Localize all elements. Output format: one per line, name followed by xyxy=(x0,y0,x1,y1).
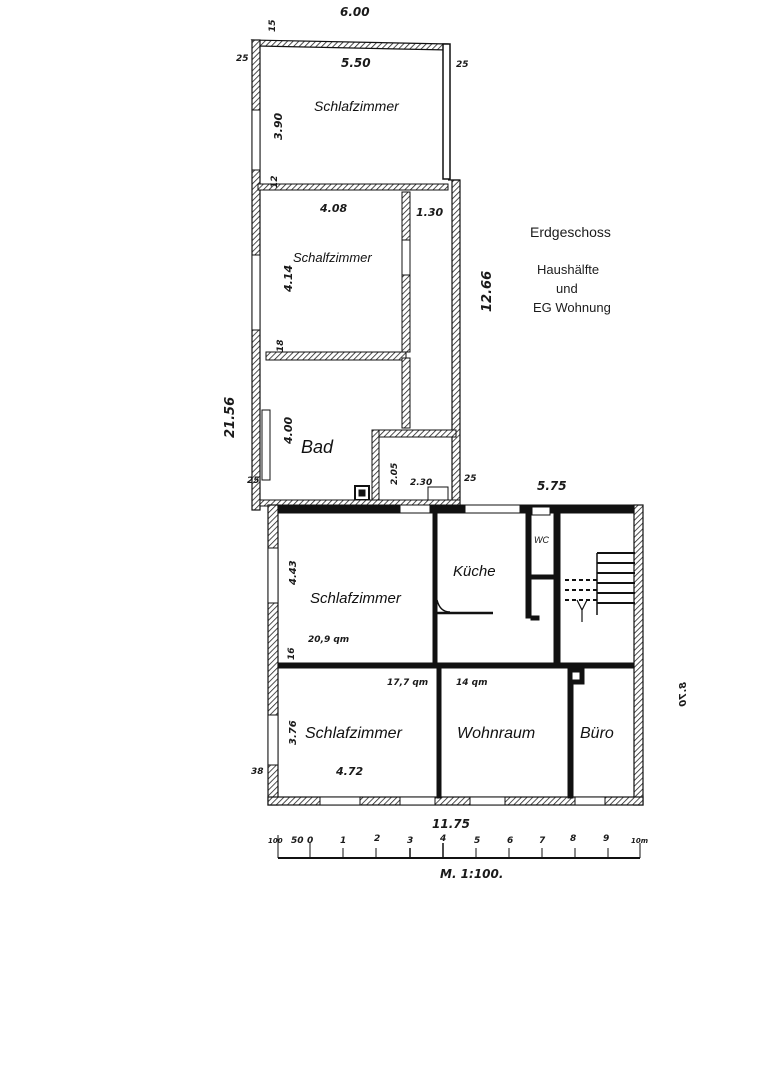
scale-tick-6: 6 xyxy=(507,836,514,846)
staircase xyxy=(565,552,635,622)
scale-tick-0: 0 xyxy=(307,836,314,846)
subtitle-und: und xyxy=(556,281,578,296)
dim-bottom-room-depth: 3.76 xyxy=(288,720,299,745)
scale-tick-100: 100 xyxy=(268,837,283,845)
scale-tick-4: 4 xyxy=(440,834,447,844)
scale-tick-10m: 10m xyxy=(631,837,649,845)
scale-tick-50: 50 xyxy=(291,836,304,846)
dim-bad-depth: 4.00 xyxy=(282,416,295,444)
scale-tick-7: 7 xyxy=(539,836,546,846)
subtitle-haushaelfte: Haushälfte xyxy=(537,262,600,277)
dim-wall-left-bad: 25 xyxy=(247,476,260,486)
lower-block xyxy=(267,504,644,806)
dim-overall-top-width: 6.00 xyxy=(340,5,370,19)
dim-wall-top: 15 xyxy=(268,19,278,32)
scale-tick-2: 2 xyxy=(374,834,381,844)
dim-room2-width: 4.08 xyxy=(320,202,348,215)
dim-bottom-room-area-2: 14 qm xyxy=(456,678,488,688)
scale-bar xyxy=(277,835,641,859)
dim-wall-mid: 16 xyxy=(287,647,297,660)
dim-top-room-depth: 3.90 xyxy=(272,112,285,140)
scale-caption: M. 1:100. xyxy=(440,867,504,881)
dim-overall-bottom-width: 11.75 xyxy=(432,817,470,831)
room-label-schlafzimmer-mid: Schlafzimmer xyxy=(310,590,401,607)
room-label-wc: WC xyxy=(534,535,549,545)
dim-corridor-width: 1.30 xyxy=(416,206,444,219)
dim-wall-left-bottom: 38 xyxy=(251,767,264,777)
dim-bottom-room-area-1: 17,7 qm xyxy=(387,678,429,688)
dim-top-room-width: 5.50 xyxy=(341,56,371,70)
dim-mid-room-depth: 4.43 xyxy=(288,560,299,585)
scale-tick-1: 1 xyxy=(340,836,347,846)
room-label-schlafzimmer-bottom: Schlafzimmer xyxy=(305,725,402,742)
dim-mid-room-area: 20,9 qm xyxy=(308,635,350,645)
room-label-schalfzimmer: Schalfzimmer xyxy=(293,250,372,265)
room-label-wohnraum: Wohnraum xyxy=(457,725,536,742)
dim-wall-inner-2: 18 xyxy=(276,339,286,352)
scale-tick-5: 5 xyxy=(474,836,481,846)
upper-wing xyxy=(250,39,461,511)
dim-total-length: 21.56 xyxy=(223,396,238,438)
scale-tick-3: 3 xyxy=(407,836,414,846)
room-label-buero: Büro xyxy=(580,725,614,742)
dim-wing-height: 12.66 xyxy=(480,270,495,312)
subtitle-eg-wohnung: EG Wohnung xyxy=(533,300,611,315)
dim-annex-depth: 8.70 xyxy=(678,682,689,707)
dim-wall-inner-1: 12 xyxy=(270,175,280,188)
scale-tick-8: 8 xyxy=(570,834,577,844)
dim-small-room-width: 2.30 xyxy=(410,478,433,488)
dim-bottom-room-width: 4.72 xyxy=(336,765,364,778)
dim-wall-left-top: 25 xyxy=(236,54,249,64)
dim-wall-right-bad: 25 xyxy=(464,474,477,484)
dim-wall-right-top: 25 xyxy=(456,60,469,70)
dim-annex-width: 5.75 xyxy=(537,479,567,493)
dim-room2-depth: 4.14 xyxy=(282,264,295,292)
dim-small-room-depth: 2.05 xyxy=(390,462,400,485)
room-label-schlafzimmer-top: Schlafzimmer xyxy=(314,98,399,114)
scale-tick-9: 9 xyxy=(603,834,610,844)
room-label-bad: Bad xyxy=(301,437,334,457)
floor-title: Erdgeschoss xyxy=(530,224,611,240)
room-label-kueche: Küche xyxy=(453,563,496,580)
